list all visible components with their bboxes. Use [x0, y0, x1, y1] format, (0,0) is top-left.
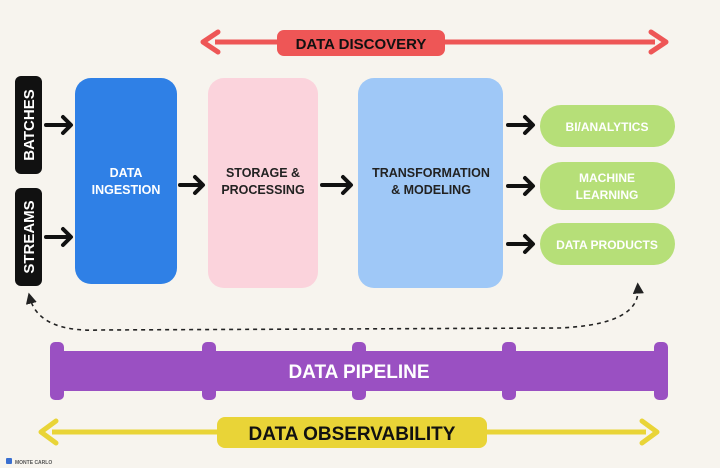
pipeline-joint-left — [50, 342, 64, 400]
stage-transformation-modeling: TRANSFORMATION & MODELING — [358, 78, 503, 288]
pipeline-joint-3 — [352, 342, 366, 400]
data-observability-arrow: DATA OBSERVABILITY — [38, 417, 660, 448]
brand-logo-icon — [6, 458, 12, 464]
output-data-products-label: DATA PRODUCTS — [556, 238, 658, 252]
stage-data-ingestion: DATA INGESTION — [75, 78, 177, 284]
source-batches: BATCHES — [15, 76, 42, 174]
output-machine-learning-line2: LEARNING — [576, 188, 639, 202]
flow-arrows — [44, 115, 535, 254]
arrow-to-machine-learning — [506, 176, 535, 196]
transformation-label-line1: TRANSFORMATION — [372, 166, 490, 180]
pipeline-joint-4 — [502, 342, 516, 400]
pipeline-joint-2 — [202, 342, 216, 400]
arrow-streams-to-ingestion — [44, 227, 73, 247]
data-observability-label: DATA OBSERVABILITY — [249, 424, 456, 445]
footer-brand: MONTE CARLO — [6, 458, 52, 466]
arrow-ingestion-to-storage — [178, 175, 205, 195]
source-streams-label: STREAMS — [21, 200, 38, 273]
output-data-products: DATA PRODUCTS — [540, 223, 675, 265]
arrow-storage-to-transformation — [320, 175, 353, 195]
data-pipeline-bar: DATA PIPELINE — [50, 342, 668, 400]
data-pipeline-label: DATA PIPELINE — [288, 362, 429, 383]
output-bi-analytics: BI/ANALYTICS — [540, 105, 675, 147]
output-bi-analytics-label: BI/ANALYTICS — [566, 120, 649, 134]
pipeline-joint-right — [654, 342, 668, 400]
feedback-loop-dashed-arrow — [25, 282, 644, 331]
output-machine-learning: MACHINE LEARNING — [540, 162, 675, 210]
source-batches-label: BATCHES — [21, 89, 38, 160]
data-discovery-label: DATA DISCOVERY — [296, 36, 427, 53]
ingestion-label-line1: DATA — [110, 166, 143, 180]
stage-storage-processing: STORAGE & PROCESSING — [208, 78, 318, 288]
storage-label-line1: STORAGE & — [226, 166, 300, 180]
brand-name: MONTE CARLO — [15, 460, 52, 466]
arrow-batches-to-ingestion — [44, 115, 73, 135]
data-discovery-arrow: DATA DISCOVERY — [200, 29, 669, 56]
output-machine-learning-line1: MACHINE — [579, 171, 635, 185]
source-streams: STREAMS — [15, 188, 42, 286]
arrow-to-bi-analytics — [506, 115, 535, 135]
data-discovery-label-bg — [277, 30, 445, 56]
ingestion-label-line2: INGESTION — [92, 183, 161, 197]
storage-label-line2: PROCESSING — [221, 183, 304, 197]
data-observability-label-bg — [217, 417, 487, 448]
arrow-to-data-products — [506, 234, 535, 254]
transformation-label-line2: & MODELING — [391, 183, 471, 197]
